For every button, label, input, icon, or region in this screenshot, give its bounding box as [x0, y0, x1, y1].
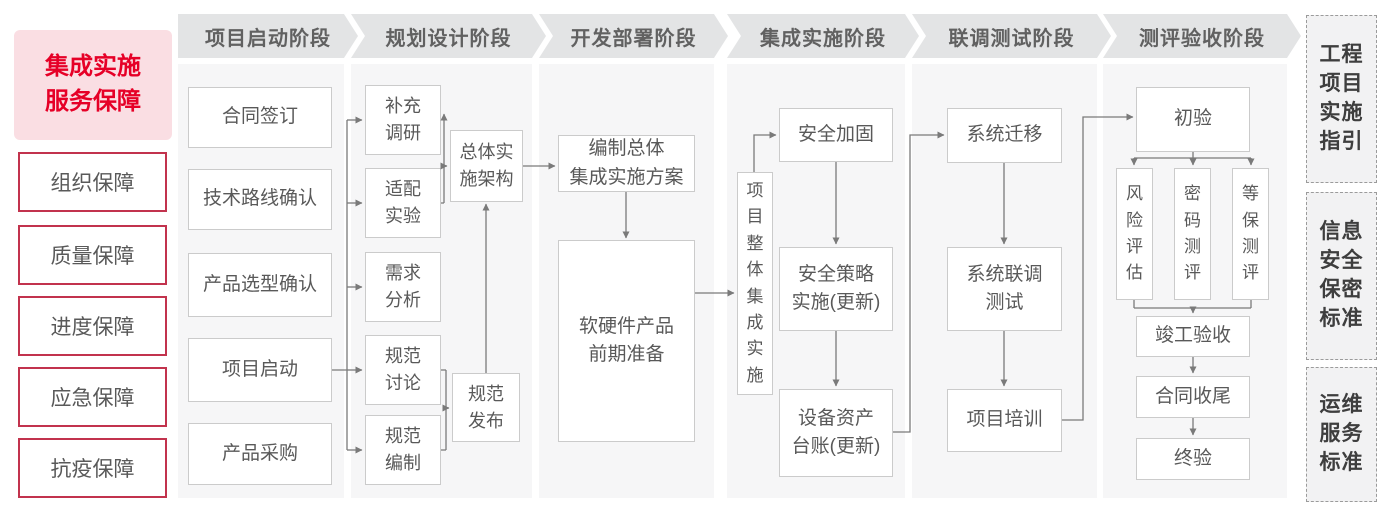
- flow-box-product-prep: 软硬件产品 前期准备: [558, 240, 695, 442]
- flow-box-project-training: 项目培训: [947, 389, 1062, 452]
- flow-box-adaptation-test: 适配 实验: [365, 168, 441, 238]
- flow-box-product-purchase: 产品采购: [188, 423, 332, 485]
- standard-infosec-confidentiality: 信息安全保密标准: [1306, 192, 1377, 360]
- flow-box-spec-discussion: 规范 讨论: [365, 335, 441, 405]
- flow-box-tech-route: 技术路线确认: [188, 169, 332, 230]
- legend-item-organization: 组织保障: [18, 152, 167, 212]
- flow-box-spec-release: 规范 发布: [452, 373, 520, 442]
- flow-box-final-acceptance: 终验: [1136, 438, 1250, 480]
- flow-box-asset-ledger: 设备资产 台账(更新): [779, 389, 893, 477]
- flow-box-spec-drafting: 规范 编制: [365, 415, 441, 485]
- phase-header-kickoff: 项目启动阶段: [178, 14, 358, 58]
- flow-box-security-policy: 安全策略 实施(更新): [779, 247, 893, 331]
- flow-box-requirement-analysis: 需求 分析: [365, 252, 441, 322]
- phase-header-testing: 联调测试阶段: [912, 14, 1111, 58]
- legend-item-epidemic: 抗疫保障: [18, 438, 167, 498]
- flow-box-contract-closure: 合同收尾: [1136, 376, 1250, 418]
- diagram-title: 集成实施 服务保障: [14, 30, 172, 140]
- phase-header-planning: 规划设计阶段: [351, 14, 546, 58]
- phase-header-development: 开发部署阶段: [539, 14, 728, 58]
- flow-box-risk-assessment: 风险评估: [1116, 168, 1153, 300]
- legend-item-emergency: 应急保障: [18, 367, 167, 427]
- phase-header-acceptance: 测评验收阶段: [1103, 14, 1301, 58]
- phase-header-integration: 集成实施阶段: [727, 14, 919, 58]
- flow-box-joint-debug-test: 系统联调 测试: [947, 247, 1062, 331]
- flow-box-mlps-evaluation: 等保测评: [1232, 168, 1269, 300]
- standard-project-implementation-guide: 工程项目实施指引: [1306, 15, 1377, 183]
- flow-box-project-kickoff: 项目启动: [188, 338, 332, 402]
- legend-item-schedule: 进度保障: [18, 296, 167, 356]
- flow-box-overall-architecture: 总体实 施架构: [450, 130, 523, 202]
- flow-box-security-hardening: 安全加固: [779, 108, 893, 162]
- standard-ops-service: 运维服务标准: [1306, 367, 1377, 502]
- flow-box-completion-acceptance: 竣工验收: [1136, 316, 1250, 357]
- flow-box-overall-plan: 编制总体 集成实施方案: [558, 135, 695, 192]
- flow-box-contract-signing: 合同签订: [188, 87, 332, 148]
- flow-box-product-selection: 产品选型确认: [188, 253, 332, 317]
- flow-box-system-migration: 系统迁移: [947, 108, 1062, 163]
- flow-box-crypto-evaluation: 密码测评: [1174, 168, 1211, 300]
- flow-box-initial-acceptance: 初验: [1136, 87, 1250, 152]
- legend-item-quality: 质量保障: [18, 225, 167, 285]
- flow-box-supplementary-research: 补充 调研: [365, 85, 441, 155]
- flow-box-overall-integration: 项目整体集成实施: [737, 172, 773, 395]
